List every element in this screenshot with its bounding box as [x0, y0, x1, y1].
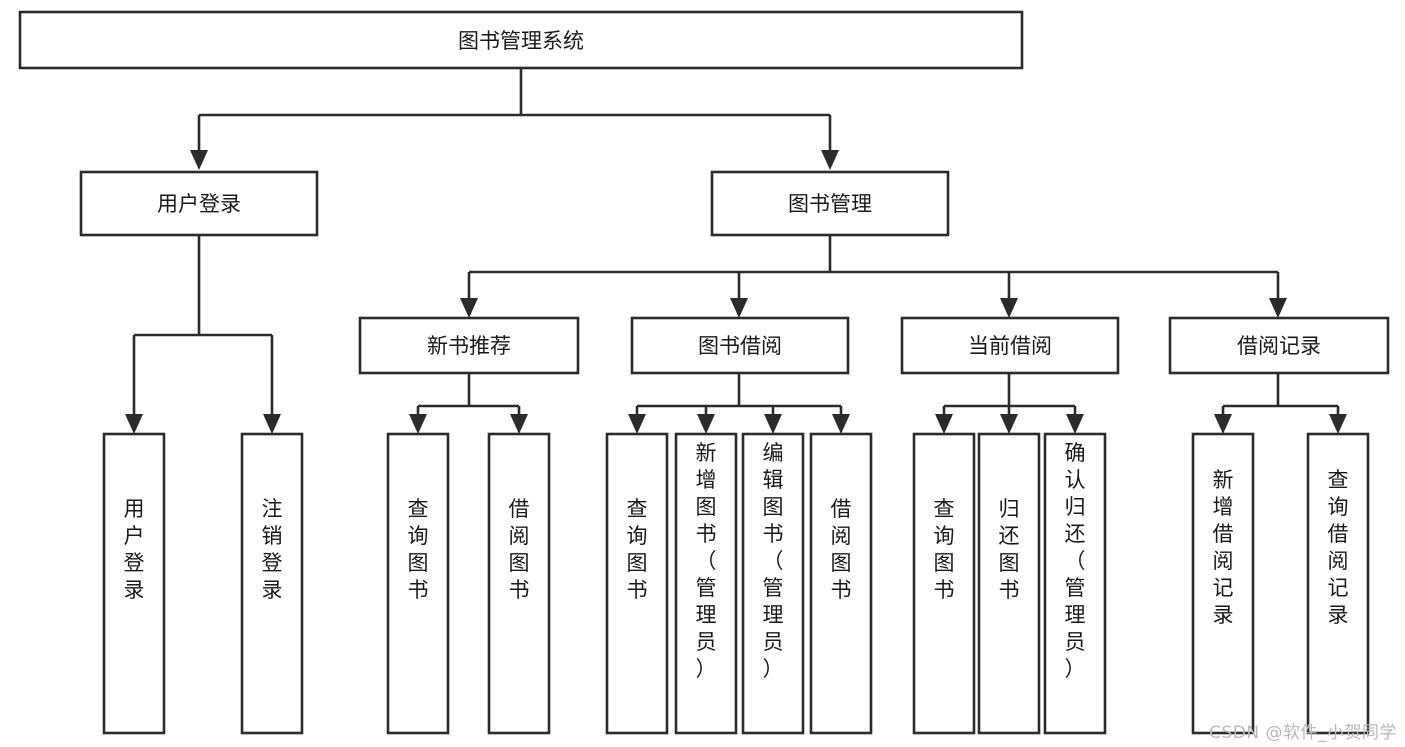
arrow-to-leaf-borrow-do: [832, 414, 850, 434]
arrow-to-leaf-cur-query: [935, 414, 953, 434]
node-borrow-record[interactable]: 借阅记录: [1168, 316, 1390, 375]
node-borrow-record-box[interactable]: [1168, 316, 1390, 375]
node-leaf-rec-query-label: 查询图书: [408, 497, 429, 602]
node-leaf-borrow-do[interactable]: 借阅图书: [809, 432, 873, 735]
arrow-to-leaf-cur-confirm: [1066, 414, 1084, 434]
node-leaf-cur-confirm-box[interactable]: [1043, 432, 1107, 735]
node-leaf-cur-return[interactable]: 归还图书: [977, 432, 1041, 735]
connector-layer: [125, 68, 1347, 434]
node-leaf-rec-borrow-label: 借阅图书: [509, 497, 530, 602]
node-leaf-borrow-edit[interactable]: 编辑图书（管理员）: [741, 432, 805, 735]
node-book-borrow[interactable]: 图书借阅: [630, 316, 850, 375]
arrow-to-leaf-borrow-query: [628, 414, 646, 434]
node-leaf-cur-query-box[interactable]: [912, 432, 976, 735]
node-leaf-rec-search-label: 查询借阅记录: [1328, 468, 1349, 627]
node-root[interactable]: 图书管理系统: [18, 10, 1024, 70]
node-leaf-cur-confirm[interactable]: 确认归还（管理员）: [1043, 432, 1107, 735]
node-leaf-user-logout[interactable]: 注销登录: [240, 432, 304, 735]
arrow-to-borrow-record: [1269, 298, 1287, 318]
node-leaf-cur-query[interactable]: 查询图书: [912, 432, 976, 735]
arrow-to-user-login: [190, 150, 208, 170]
node-root-label: 图书管理系统: [458, 29, 584, 53]
node-leaf-borrow-add-box[interactable]: [674, 432, 738, 735]
node-leaf-rec-query[interactable]: 查询图书: [386, 432, 450, 735]
arrow-to-new-book-rec: [460, 298, 478, 318]
node-leaf-borrow-do-box[interactable]: [809, 432, 873, 735]
arrow-to-leaf-rec-search: [1329, 414, 1347, 434]
node-leaf-user-login-label: 用户登录: [124, 497, 145, 602]
node-leaf-user-login-box[interactable]: [102, 432, 166, 735]
node-user-login[interactable]: 用户登录: [79, 170, 319, 237]
node-leaf-rec-search[interactable]: 查询借阅记录: [1306, 432, 1370, 735]
csdn-watermark: CSDN @软件_小贺同学: [1209, 723, 1397, 743]
arrow-to-leaf-rec-borrow: [510, 414, 528, 434]
node-leaf-user-login[interactable]: 用户登录: [102, 432, 166, 735]
node-leaf-borrow-edit-label: 编辑图书（管理员）: [763, 441, 784, 681]
node-leaf-rec-add-box[interactable]: [1191, 432, 1255, 735]
node-book-manage-box[interactable]: [710, 170, 950, 237]
node-current-borrow-label: 当前借阅: [968, 334, 1052, 358]
node-leaf-cur-query-label: 查询图书: [934, 497, 955, 602]
node-current-borrow-box[interactable]: [900, 316, 1120, 375]
node-book-borrow-label: 图书借阅: [698, 334, 782, 358]
node-leaf-cur-return-label: 归还图书: [999, 497, 1020, 602]
node-leaf-rec-borrow[interactable]: 借阅图书: [487, 432, 551, 735]
node-leaf-borrow-query[interactable]: 查询图书: [605, 432, 669, 735]
node-leaf-borrow-add[interactable]: 新增图书（管理员）: [674, 432, 738, 735]
node-new-book-rec[interactable]: 新书推荐: [358, 316, 580, 375]
node-leaf-borrow-edit-box[interactable]: [741, 432, 805, 735]
node-leaf-borrow-query-box[interactable]: [605, 432, 669, 735]
node-leaf-user-logout-box[interactable]: [240, 432, 304, 735]
node-leaf-borrow-do-label: 借阅图书: [831, 497, 852, 602]
node-leaf-rec-add-label: 新增借阅记录: [1213, 468, 1234, 627]
node-leaf-cur-return-box[interactable]: [977, 432, 1041, 735]
arrow-to-leaf-user-logout: [263, 414, 281, 434]
node-leaf-borrow-add-label: 新增图书（管理员）: [696, 441, 717, 681]
arrow-to-leaf-rec-query: [409, 414, 427, 434]
arrow-to-leaf-user-login: [125, 414, 143, 434]
node-book-borrow-box[interactable]: [630, 316, 850, 375]
arrow-to-leaf-borrow-edit: [764, 414, 782, 434]
node-leaf-rec-add[interactable]: 新增借阅记录: [1191, 432, 1255, 735]
node-new-book-rec-box[interactable]: [358, 316, 580, 375]
node-leaf-rec-borrow-box[interactable]: [487, 432, 551, 735]
node-leaf-user-logout-label: 注销登录: [262, 497, 283, 602]
node-leaf-borrow-query-label: 查询图书: [627, 497, 648, 602]
node-user-login-box[interactable]: [79, 170, 319, 237]
arrow-to-book-manage: [821, 150, 839, 170]
node-book-manage[interactable]: 图书管理: [710, 170, 950, 237]
node-borrow-record-label: 借阅记录: [1237, 334, 1321, 358]
node-leaf-rec-search-box[interactable]: [1306, 432, 1370, 735]
node-user-login-label: 用户登录: [157, 192, 241, 216]
node-book-manage-label: 图书管理: [788, 192, 872, 216]
node-current-borrow[interactable]: 当前借阅: [900, 316, 1120, 375]
node-new-book-rec-label: 新书推荐: [427, 334, 511, 358]
arrow-to-book-borrow: [730, 298, 748, 318]
node-leaf-cur-confirm-label: 确认归还（管理员）: [1065, 441, 1086, 681]
arrow-to-current-borrow: [1000, 298, 1018, 318]
arrow-to-leaf-rec-add: [1214, 414, 1232, 434]
node-leaf-rec-query-box[interactable]: [386, 432, 450, 735]
node-root-box[interactable]: [18, 10, 1024, 70]
arrow-to-leaf-borrow-add: [697, 414, 715, 434]
arrow-to-leaf-cur-return: [1000, 414, 1018, 434]
